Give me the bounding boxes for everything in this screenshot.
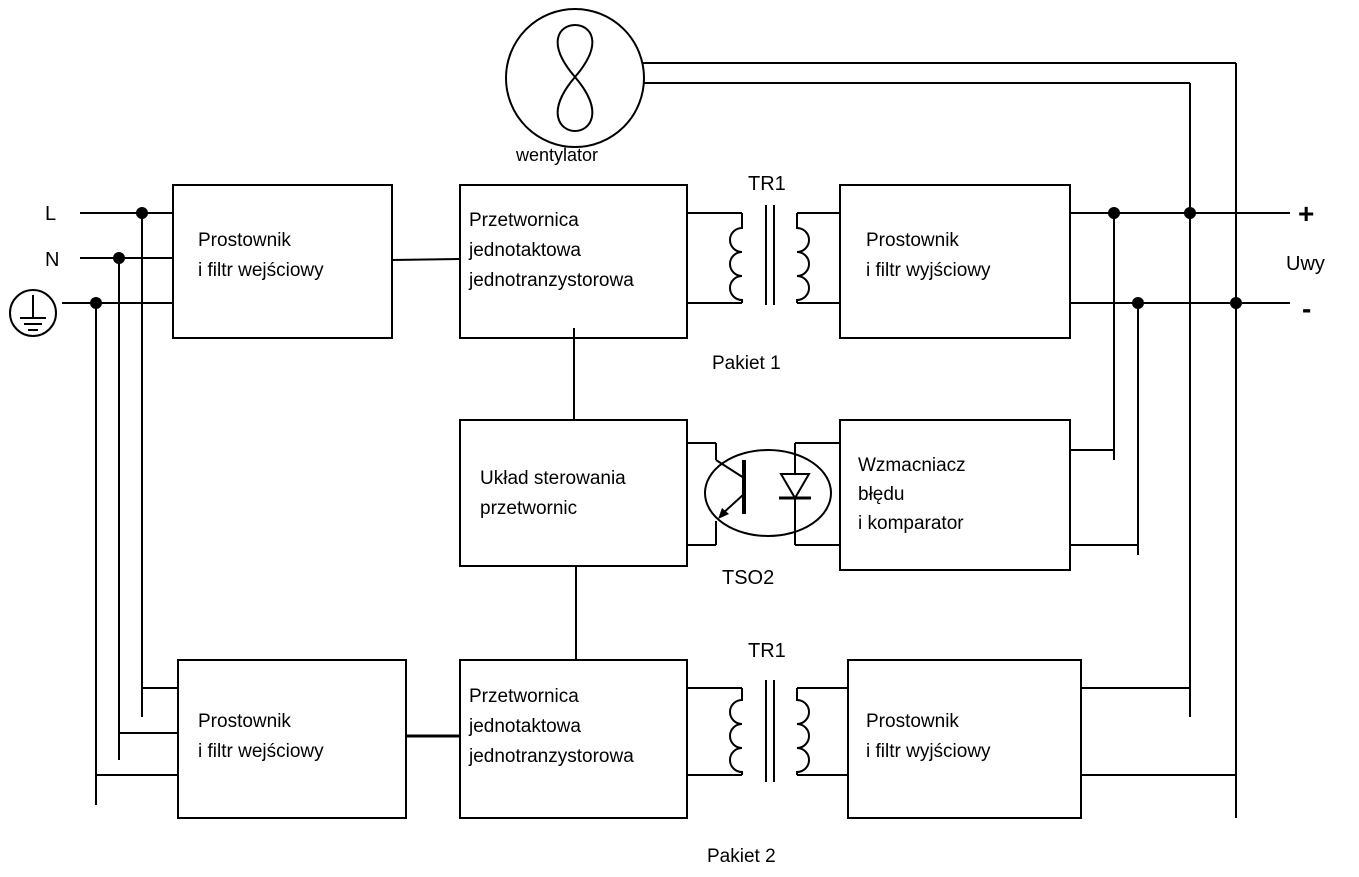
control-unit xyxy=(459,419,688,567)
output-plus: + xyxy=(1298,198,1314,229)
packet-1-label: Pakiet 1 xyxy=(712,353,781,374)
error-amplifier xyxy=(839,419,1071,571)
error-amplifier-label: Wzmacniacz błędu i komparator xyxy=(858,455,971,534)
rectifier-output-1 xyxy=(839,184,1071,339)
converter-1-label: Przetwornica jednotaktowa jednotranzysto… xyxy=(468,210,634,291)
transformer-2-icon xyxy=(687,680,848,782)
output-minus: - xyxy=(1302,293,1311,324)
transformer-2-label: TR1 xyxy=(748,640,786,662)
rectifier-output-2 xyxy=(847,659,1082,819)
rectifier-output-1-label: Prostownik i filtr wyjściowy xyxy=(866,230,991,281)
rectifier-input-2-label: Prostownik i filtr wejściowy xyxy=(198,711,324,762)
output-voltage-label: Uwy xyxy=(1286,253,1325,275)
label-n: N xyxy=(45,249,59,271)
rectifier-input-1-label: Prostownik i filtr wejściowy xyxy=(198,230,324,281)
converter-1 xyxy=(459,184,688,339)
optocoupler-icon xyxy=(687,442,840,546)
optocoupler-label: TSO2 xyxy=(722,567,774,589)
rectifier-output-2-label: Prostownik i filtr wyjściowy xyxy=(866,711,991,762)
output-wiring xyxy=(642,62,1290,818)
transformer-1-label: TR1 xyxy=(748,173,786,195)
ground-icon xyxy=(9,289,57,337)
converter-2-label: Przetwornica jednotaktowa jednotranzysto… xyxy=(468,686,634,767)
label-l: L xyxy=(45,203,56,225)
rectifier-input-2 xyxy=(177,659,407,819)
packet-2-label: Pakiet 2 xyxy=(707,846,776,867)
rectifier-input-1 xyxy=(172,184,393,339)
fan-label: wentylator xyxy=(515,145,598,165)
control-unit-label: Układ sterowania przetwornic xyxy=(480,468,631,519)
converter-2 xyxy=(459,659,688,819)
transformer-1-icon xyxy=(687,205,840,305)
input-wiring xyxy=(62,207,178,805)
fan-icon xyxy=(505,8,645,148)
